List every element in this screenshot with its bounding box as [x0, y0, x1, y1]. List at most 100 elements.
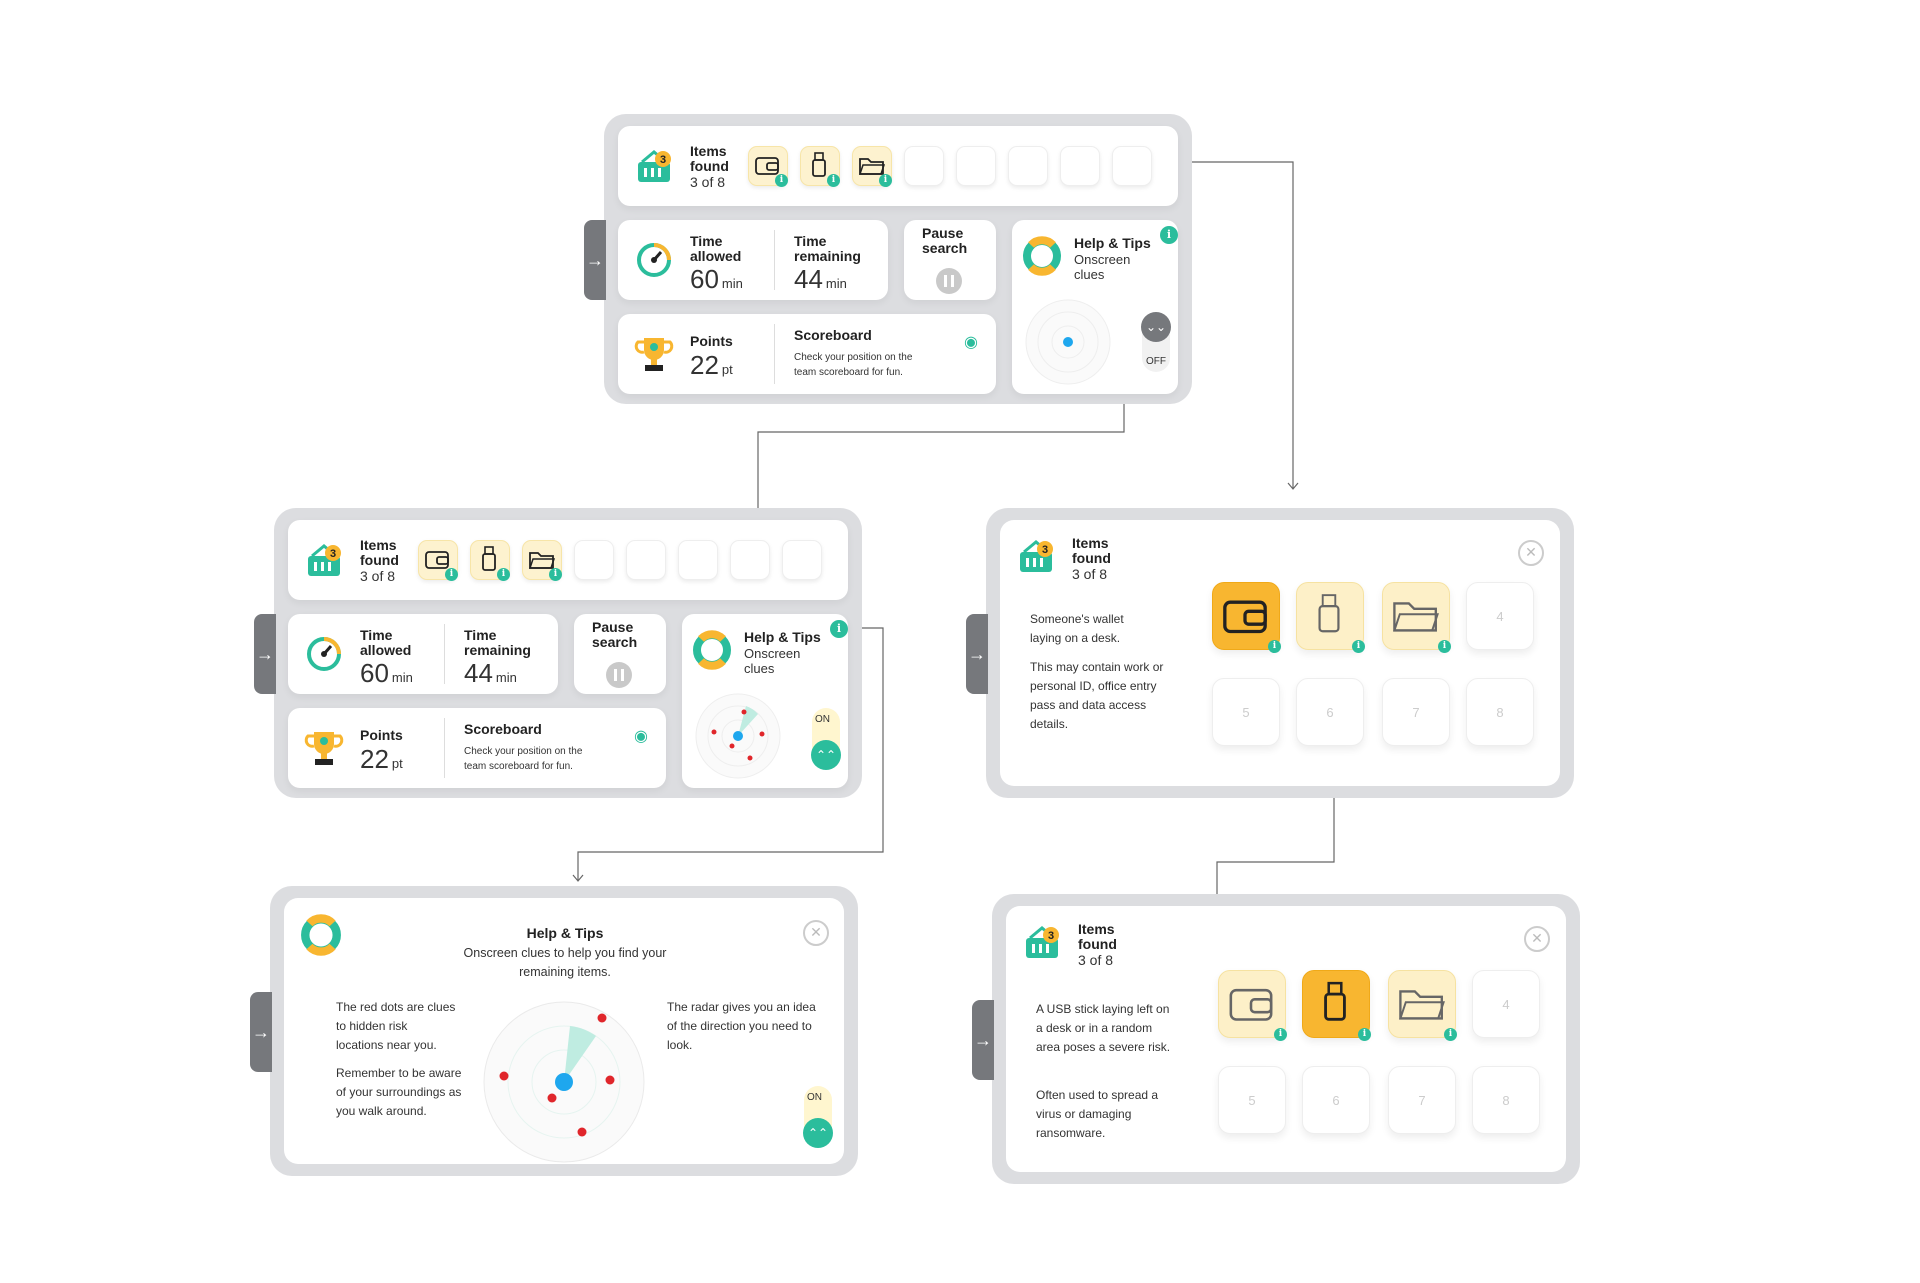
radar-icon	[695, 693, 781, 779]
info-icon[interactable]: i	[1352, 640, 1365, 653]
gauge-icon	[307, 637, 341, 671]
help-title: Help & Tips	[744, 629, 821, 645]
help-detail-title: Help & Tips	[526, 925, 604, 941]
divider	[444, 718, 445, 778]
info-icon[interactable]: i	[830, 620, 848, 638]
empty-slot[interactable]	[678, 540, 718, 580]
items-badge: 3	[1048, 930, 1054, 942]
help-left-text-2: Remember to be aware of your surrounding…	[336, 1066, 462, 1118]
help-detail-subtitle: Onscreen clues to help you find your rem…	[463, 946, 667, 979]
wallet-icon	[425, 551, 449, 569]
folder-icon	[859, 158, 885, 175]
slot-usb[interactable]	[1296, 582, 1364, 650]
empty-slot[interactable]	[574, 540, 614, 580]
close-icon[interactable]: ✕	[1524, 926, 1550, 952]
info-icon[interactable]: i	[1444, 1028, 1457, 1041]
empty-slot[interactable]	[1112, 146, 1152, 186]
info-icon[interactable]: i	[775, 174, 788, 187]
arrow-right-icon: →	[256, 643, 274, 664]
divider	[444, 624, 445, 684]
basket-icon: 3	[1020, 540, 1053, 572]
info-icon[interactable]: i	[1160, 226, 1178, 244]
wallet-detail-content	[1000, 520, 1560, 786]
points-label: Points	[360, 727, 403, 743]
chevron-down-icon[interactable]: ⌄⌄	[1141, 312, 1171, 342]
pause-icon	[614, 669, 617, 681]
trophy-icon	[304, 732, 344, 765]
pause-button[interactable]	[936, 268, 962, 294]
basket-icon: 3	[1026, 926, 1059, 958]
time-remaining-label: Time remaining	[464, 627, 531, 658]
info-icon[interactable]: i	[1268, 640, 1281, 653]
empty-slot[interactable]	[782, 540, 822, 580]
empty-slot[interactable]: 4	[1472, 970, 1540, 1038]
arrow-right-icon: →	[968, 643, 986, 664]
empty-slot[interactable]: 4	[1466, 582, 1534, 650]
close-icon[interactable]: ✕	[803, 920, 829, 946]
info-icon[interactable]: i	[1438, 640, 1451, 653]
chevron-up-icon[interactable]: ⌃⌃	[811, 740, 841, 770]
points-card	[618, 314, 996, 394]
pause-label: Pause search	[922, 225, 968, 256]
info-icon[interactable]: i	[827, 174, 840, 187]
lifebuoy-icon	[1023, 236, 1061, 276]
empty-slot[interactable]: 5	[1218, 1066, 1286, 1134]
toggle-on-label: ON	[807, 1092, 822, 1103]
usb-text-2: Often used to spread a virus or damaging…	[1036, 1088, 1159, 1140]
empty-slot[interactable]: 6	[1296, 678, 1364, 746]
expand-tab[interactable]: →	[584, 220, 606, 300]
time-allowed-label: Time allowed	[360, 627, 412, 658]
empty-slot[interactable]	[1060, 146, 1100, 186]
points-label: Points	[690, 333, 733, 349]
arrow-right-icon: →	[586, 249, 604, 270]
items-found-count: 3 of 8	[690, 174, 726, 190]
empty-slot[interactable]: 5	[1212, 678, 1280, 746]
empty-slot[interactable]	[1008, 146, 1048, 186]
divider	[774, 324, 775, 384]
expand-tab[interactable]: →	[250, 992, 272, 1072]
pause-label: Pause search	[592, 619, 638, 650]
empty-slot[interactable]: 8	[1472, 1066, 1540, 1134]
empty-slot[interactable]	[956, 146, 996, 186]
radar-icon	[1025, 299, 1111, 385]
info-icon[interactable]: i	[497, 568, 510, 581]
time-allowed-label: Time allowed	[690, 233, 742, 264]
lifebuoy-icon	[301, 914, 341, 956]
slot-usb[interactable]	[1302, 970, 1370, 1038]
expand-tab[interactable]: →	[254, 614, 276, 694]
wallet-icon	[1229, 988, 1273, 1021]
info-icon[interactable]: i	[1274, 1028, 1287, 1041]
expand-tab[interactable]: →	[972, 1000, 994, 1080]
info-icon[interactable]: i	[445, 568, 458, 581]
folder-icon	[529, 552, 555, 569]
info-icon[interactable]: i	[1358, 1028, 1371, 1041]
items-found-count: 3 of 8	[1078, 952, 1114, 968]
items-found-count: 3 of 8	[360, 568, 396, 584]
empty-slot[interactable]: 8	[1466, 678, 1534, 746]
eye-icon[interactable]: ◉	[964, 334, 978, 351]
chevron-up-icon[interactable]: ⌃⌃	[803, 1118, 833, 1148]
info-icon[interactable]: i	[879, 174, 892, 187]
scoreboard-title: Scoreboard	[464, 721, 542, 737]
usb-stick-icon	[482, 546, 496, 571]
pause-button[interactable]	[606, 662, 632, 688]
slot-folder[interactable]	[1382, 582, 1450, 650]
eye-icon[interactable]: ◉	[634, 728, 648, 745]
empty-slot[interactable]: 7	[1382, 678, 1450, 746]
trophy-icon	[634, 338, 674, 371]
close-icon[interactable]: ✕	[1518, 540, 1544, 566]
empty-slot[interactable]: 6	[1302, 1066, 1370, 1134]
empty-slot[interactable]	[626, 540, 666, 580]
time-remaining-label: Time remaining	[794, 233, 861, 264]
expand-tab[interactable]: →	[966, 614, 988, 694]
folder-icon	[1399, 990, 1445, 1020]
basket-icon: 3	[308, 544, 341, 576]
info-icon[interactable]: i	[549, 568, 562, 581]
empty-slot[interactable]	[904, 146, 944, 186]
empty-slot[interactable]	[730, 540, 770, 580]
usb-stick-icon	[1318, 594, 1340, 633]
empty-slot[interactable]: 7	[1388, 1066, 1456, 1134]
items-found-title: Items found	[690, 143, 729, 174]
